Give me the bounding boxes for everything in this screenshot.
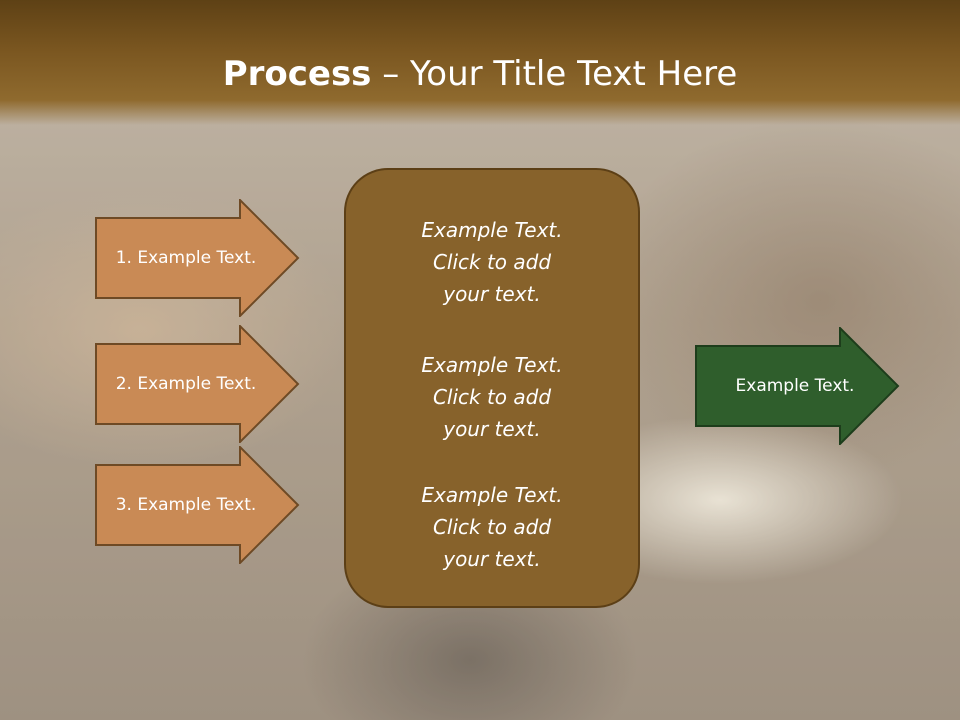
step-arrow-3[interactable]: 3. Example Text. bbox=[95, 446, 301, 564]
arrow-right-icon bbox=[95, 325, 300, 443]
center-line: Example Text. bbox=[421, 353, 563, 377]
slide-title[interactable]: Process – Your Title Text Here bbox=[0, 52, 960, 96]
step-label: 3. Example Text. bbox=[115, 495, 257, 515]
center-line: Click to add bbox=[432, 385, 552, 409]
center-line: your text. bbox=[443, 417, 541, 441]
center-line: Example Text. bbox=[421, 218, 563, 242]
step-arrow-2[interactable]: 2. Example Text. bbox=[95, 325, 301, 443]
center-text-block-3: Example Text. Click to add your text. bbox=[346, 479, 638, 575]
title-band bbox=[0, 0, 960, 125]
arrow-right-icon bbox=[95, 446, 300, 564]
output-label: Example Text. bbox=[735, 376, 855, 396]
title-rest: – Your Title Text Here bbox=[371, 54, 738, 94]
center-line: your text. bbox=[443, 547, 541, 571]
center-line: Click to add bbox=[432, 250, 552, 274]
center-text-block-1: Example Text. Click to add your text. bbox=[346, 214, 638, 310]
step-label: 1. Example Text. bbox=[115, 248, 257, 268]
center-text-block-2: Example Text. Click to add your text. bbox=[346, 349, 638, 445]
center-text-box[interactable]: Example Text. Click to add your text. Ex… bbox=[344, 168, 640, 608]
step-label: 2. Example Text. bbox=[115, 374, 257, 394]
output-arrow[interactable]: Example Text. bbox=[695, 327, 901, 445]
step-arrow-1[interactable]: 1. Example Text. bbox=[95, 199, 301, 317]
arrow-right-icon bbox=[95, 199, 300, 317]
center-line: your text. bbox=[443, 282, 541, 306]
title-bold: Process bbox=[222, 54, 372, 94]
arrow-right-icon bbox=[695, 327, 900, 445]
center-line: Example Text. bbox=[421, 483, 563, 507]
center-line: Click to add bbox=[432, 515, 552, 539]
